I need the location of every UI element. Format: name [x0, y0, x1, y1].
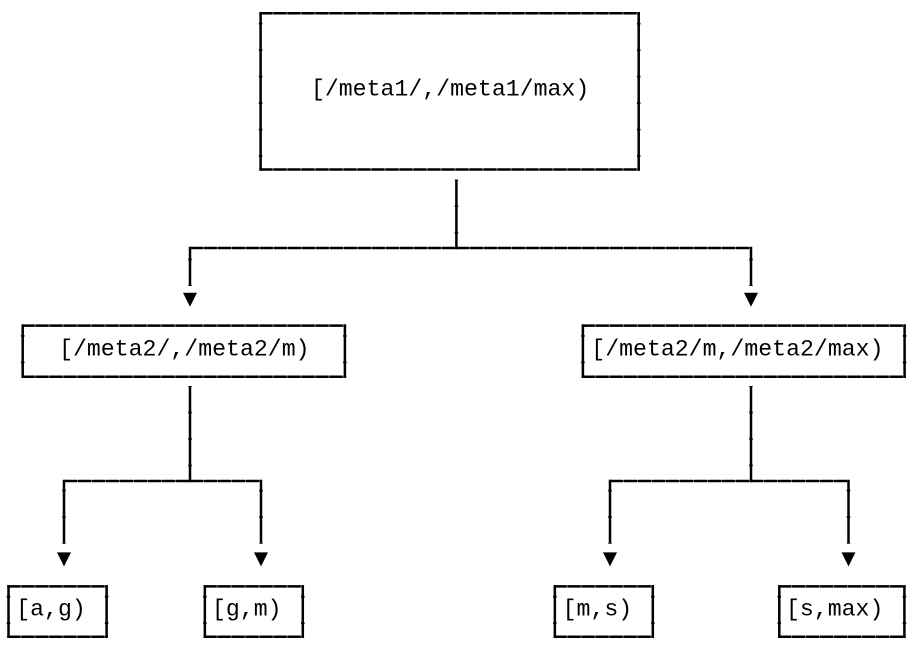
svg-text:[g,m): [g,m) — [212, 596, 282, 622]
svg-text:[/meta2/m,/meta2/max): [/meta2/m,/meta2/max) — [591, 336, 883, 362]
svg-text:[a,g): [a,g) — [16, 596, 86, 622]
svg-text:[m,s): [m,s) — [563, 596, 633, 622]
svg-text:[/meta2/,/meta2/m): [/meta2/,/meta2/m) — [59, 336, 309, 362]
svg-text:[s,max): [s,max) — [786, 596, 883, 622]
svg-text:[/meta1/,/meta1/max): [/meta1/,/meta1/max) — [311, 77, 589, 103]
